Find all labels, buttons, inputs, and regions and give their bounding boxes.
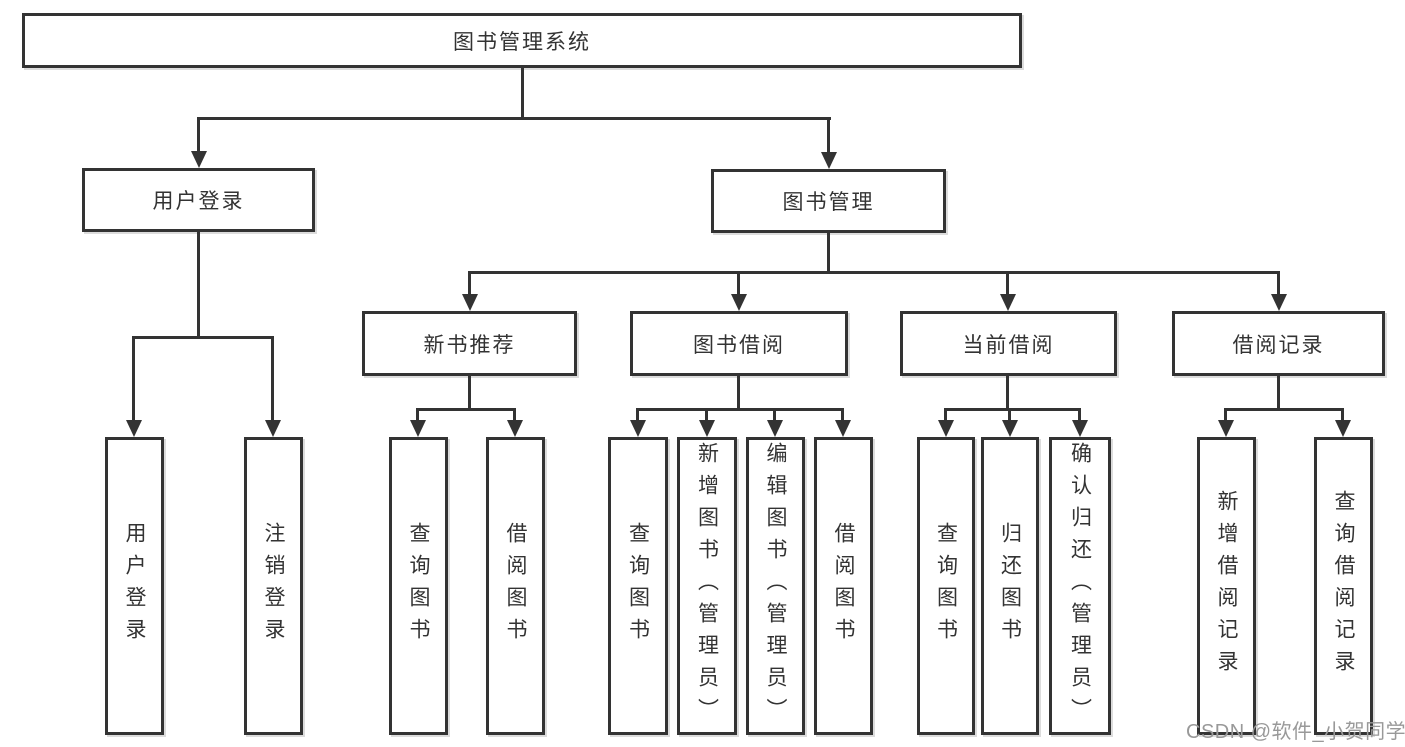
connector-current-borrow-drop (1006, 374, 1009, 410)
node-root-label: 图书管理系统 (453, 30, 591, 54)
connector-book-borrow-drop (737, 374, 740, 410)
connector-book-borrow-bar (636, 408, 844, 411)
leaf-add-book-admin-label: 新增图书（管理员） (695, 442, 719, 730)
connector-user-login-bar (132, 336, 274, 339)
leaf-query-book-recommend: 查询图书 (389, 437, 448, 735)
leaf-confirm-return-admin: 确认归还（管理员） (1049, 437, 1111, 735)
connector-leaf-stub-d2 (1008, 408, 1011, 424)
node-borrow-record-label: 借阅记录 (1232, 333, 1325, 357)
arrowhead-borrow-record (1271, 294, 1287, 311)
arrowhead-leaf-c2 (699, 420, 715, 437)
arrowhead-leaf-b1 (410, 420, 426, 437)
watermark-text: CSDN @软件_小贺同学 (1186, 721, 1405, 743)
connector-leaf-stub-logout (271, 336, 274, 423)
connector-l3-stub-4 (1277, 271, 1280, 298)
connector-leaf-stub-e2 (1341, 408, 1344, 424)
connector-l2-bar (197, 117, 831, 120)
leaf-borrow-book-recommend-label: 借阅图书 (504, 522, 527, 650)
leaf-user-login: 用户登录 (105, 437, 164, 735)
node-user-login: 用户登录 (82, 168, 315, 232)
leaf-borrow-book-label: 借阅图书 (832, 522, 855, 650)
node-current-borrow-label: 当前借阅 (962, 333, 1055, 357)
arrowhead-book-management (821, 152, 837, 169)
connector-recommend-drop (468, 374, 471, 410)
arrowhead-leaf-logout (265, 420, 281, 437)
node-root: 图书管理系统 (22, 13, 1022, 68)
connector-book-management-drop (827, 231, 830, 274)
leaf-query-book-borrow: 查询图书 (608, 437, 668, 735)
leaf-query-borrow-record: 查询借阅记录 (1314, 437, 1373, 735)
leaf-edit-book-admin: 编辑图书（管理员） (746, 437, 805, 735)
connector-leaf-stub-login (132, 336, 135, 423)
leaf-add-book-admin: 新增图书（管理员） (677, 437, 737, 735)
leaf-add-borrow-record-label: 新增借阅记录 (1215, 490, 1238, 682)
node-new-book-recommend: 新书推荐 (362, 311, 577, 376)
arrowhead-leaf-login (126, 420, 142, 437)
arrowhead-leaf-c3 (767, 420, 783, 437)
node-current-borrow: 当前借阅 (900, 311, 1117, 376)
arrowhead-leaf-b2 (507, 420, 523, 437)
leaf-query-book-borrow-label: 查询图书 (626, 522, 650, 650)
arrowhead-leaf-e2 (1335, 420, 1351, 437)
connector-user-login-drop (197, 230, 200, 339)
leaf-query-book-current-label: 查询图书 (934, 522, 958, 650)
connector-leaf-stub-c3 (773, 408, 776, 424)
arrowhead-leaf-c4 (835, 420, 851, 437)
connector-l3-bar (468, 271, 1280, 274)
leaf-edit-book-admin-label: 编辑图书（管理员） (764, 442, 787, 730)
leaf-add-borrow-record: 新增借阅记录 (1197, 437, 1256, 735)
leaf-query-book-recommend-label: 查询图书 (407, 522, 430, 650)
connector-leaf-stub-c1 (636, 408, 639, 424)
arrowhead-leaf-c1 (630, 420, 646, 437)
node-book-borrow: 图书借阅 (630, 311, 848, 376)
node-user-login-label: 用户登录 (152, 190, 245, 213)
arrowhead-current-borrow (1000, 294, 1016, 311)
leaf-logout: 注销登录 (244, 437, 303, 735)
leaf-user-login-label: 用户登录 (123, 522, 146, 650)
leaf-query-borrow-record-label: 查询借阅记录 (1332, 490, 1355, 682)
connector-l2-left-stub (197, 117, 200, 155)
arrowhead-leaf-e1 (1218, 420, 1234, 437)
connector-leaf-stub-c2 (705, 408, 708, 424)
leaf-logout-label: 注销登录 (262, 522, 285, 650)
leaf-return-book: 归还图书 (981, 437, 1039, 735)
arrowhead-leaf-d2 (1002, 420, 1018, 437)
connector-borrow-record-drop (1277, 374, 1280, 410)
connector-l3-stub-3 (1006, 271, 1009, 298)
connector-l3-stub-1 (468, 271, 471, 298)
leaf-borrow-book-recommend: 借阅图书 (486, 437, 545, 735)
leaf-borrow-book: 借阅图书 (814, 437, 873, 735)
arrowhead-new-book-recommend (462, 294, 478, 311)
connector-l3-stub-2 (737, 271, 740, 298)
leaf-confirm-return-admin-label: 确认归还（管理员） (1068, 442, 1092, 730)
connector-leaf-stub-c4 (841, 408, 844, 424)
arrowhead-leaf-d3 (1072, 420, 1088, 437)
arrowhead-user-login (191, 151, 207, 168)
node-book-borrow-label: 图书借阅 (693, 333, 785, 357)
connector-leaf-stub-e1 (1224, 408, 1227, 424)
connector-borrow-record-bar (1224, 408, 1344, 411)
connector-leaf-stub-d1 (944, 408, 947, 424)
connector-root-drop (521, 66, 524, 120)
leaf-return-book-label: 归还图书 (998, 522, 1022, 650)
connector-leaf-stub-b2 (513, 408, 516, 424)
connector-current-borrow-bar (944, 408, 1081, 411)
connector-recommend-bar (416, 408, 516, 411)
node-book-management-label: 图书管理 (782, 191, 875, 214)
arrowhead-leaf-d1 (938, 420, 954, 437)
connector-leaf-stub-b1 (416, 408, 419, 424)
arrowhead-book-borrow (731, 294, 747, 311)
connector-l2-right-stub (827, 117, 830, 156)
node-new-book-recommend-label: 新书推荐 (423, 333, 516, 357)
connector-leaf-stub-d3 (1078, 408, 1081, 424)
node-book-management: 图书管理 (711, 169, 946, 233)
leaf-query-book-current: 查询图书 (917, 437, 975, 735)
node-borrow-record: 借阅记录 (1172, 311, 1385, 376)
